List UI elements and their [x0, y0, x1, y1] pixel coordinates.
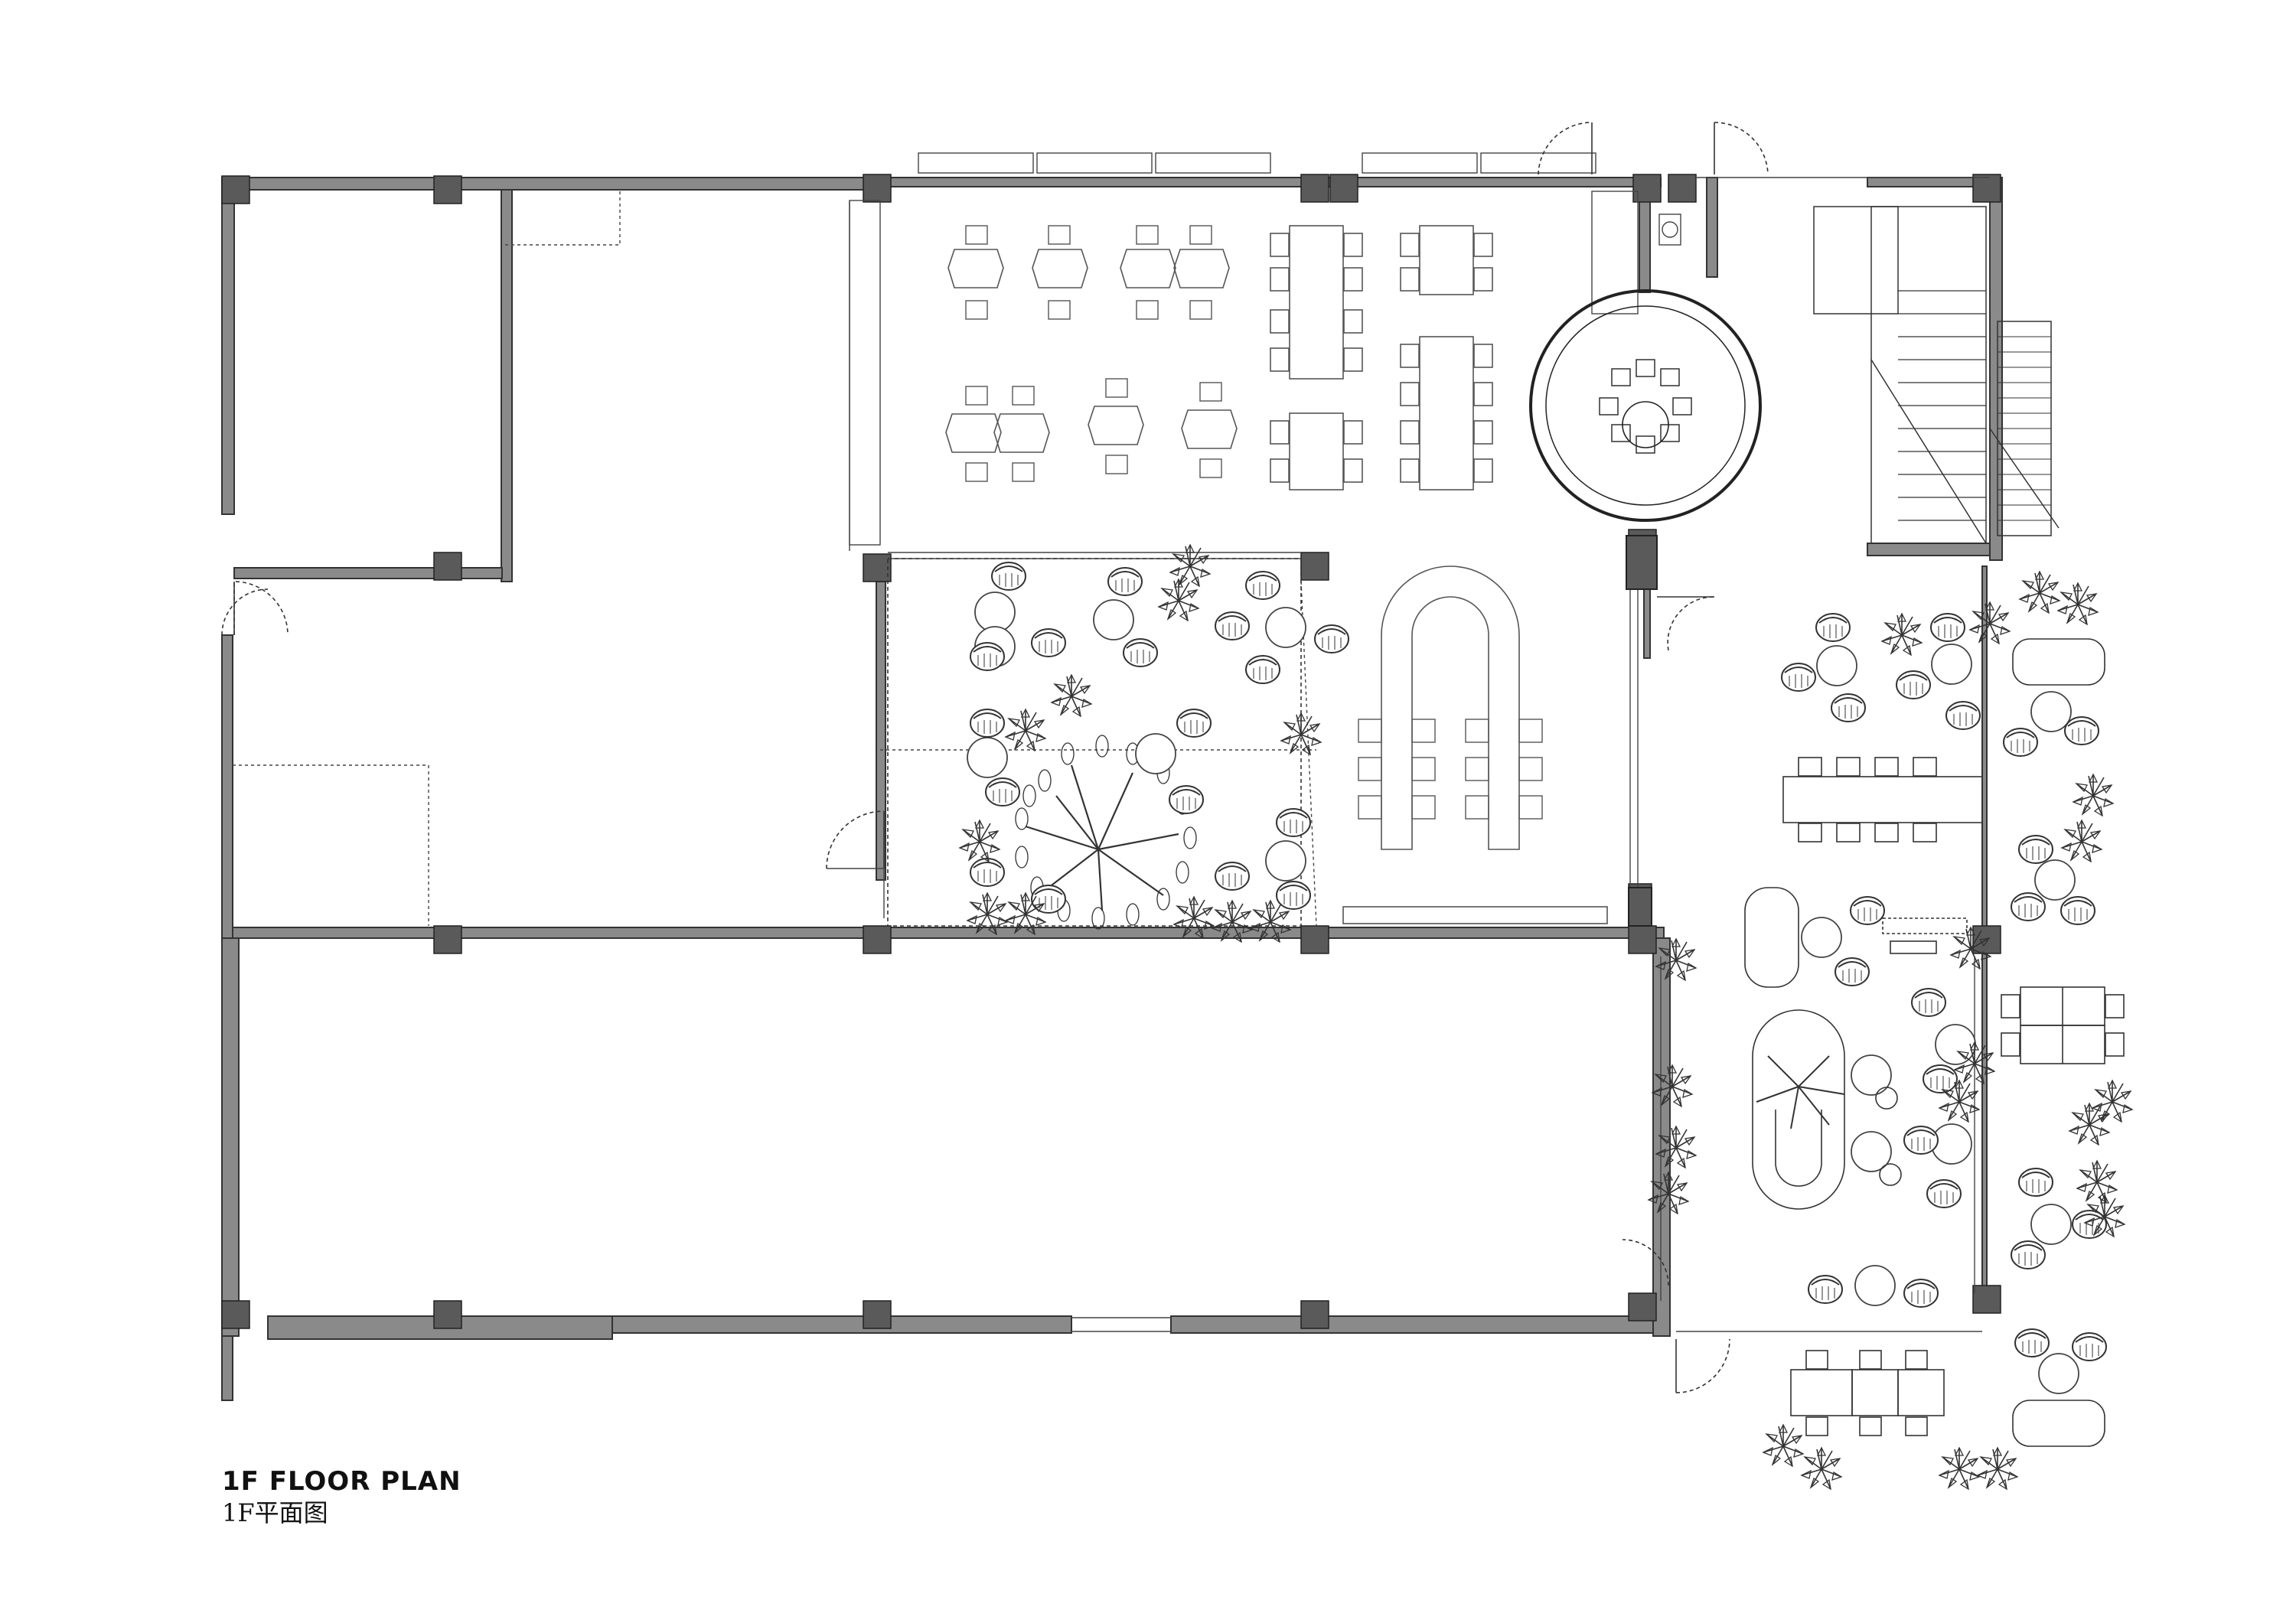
drawing-title-cn: 1F平面图 — [222, 1498, 328, 1527]
drawing-title-block: 1F FLOOR PLAN 1F平面图 — [222, 1465, 461, 1528]
east-terrace — [1648, 601, 2018, 1490]
doors — [221, 122, 1769, 1393]
staircase — [1813, 206, 2060, 544]
outer-terrace — [2001, 571, 2133, 1447]
walls — [221, 177, 2003, 1401]
courtyard — [887, 544, 1349, 943]
columns — [221, 174, 2001, 1329]
dining-furniture — [945, 225, 1608, 924]
round-private-room — [1529, 289, 1762, 927]
thin-lines — [233, 152, 1990, 1332]
drawing-title-en: 1F FLOOR PLAN — [222, 1466, 461, 1497]
